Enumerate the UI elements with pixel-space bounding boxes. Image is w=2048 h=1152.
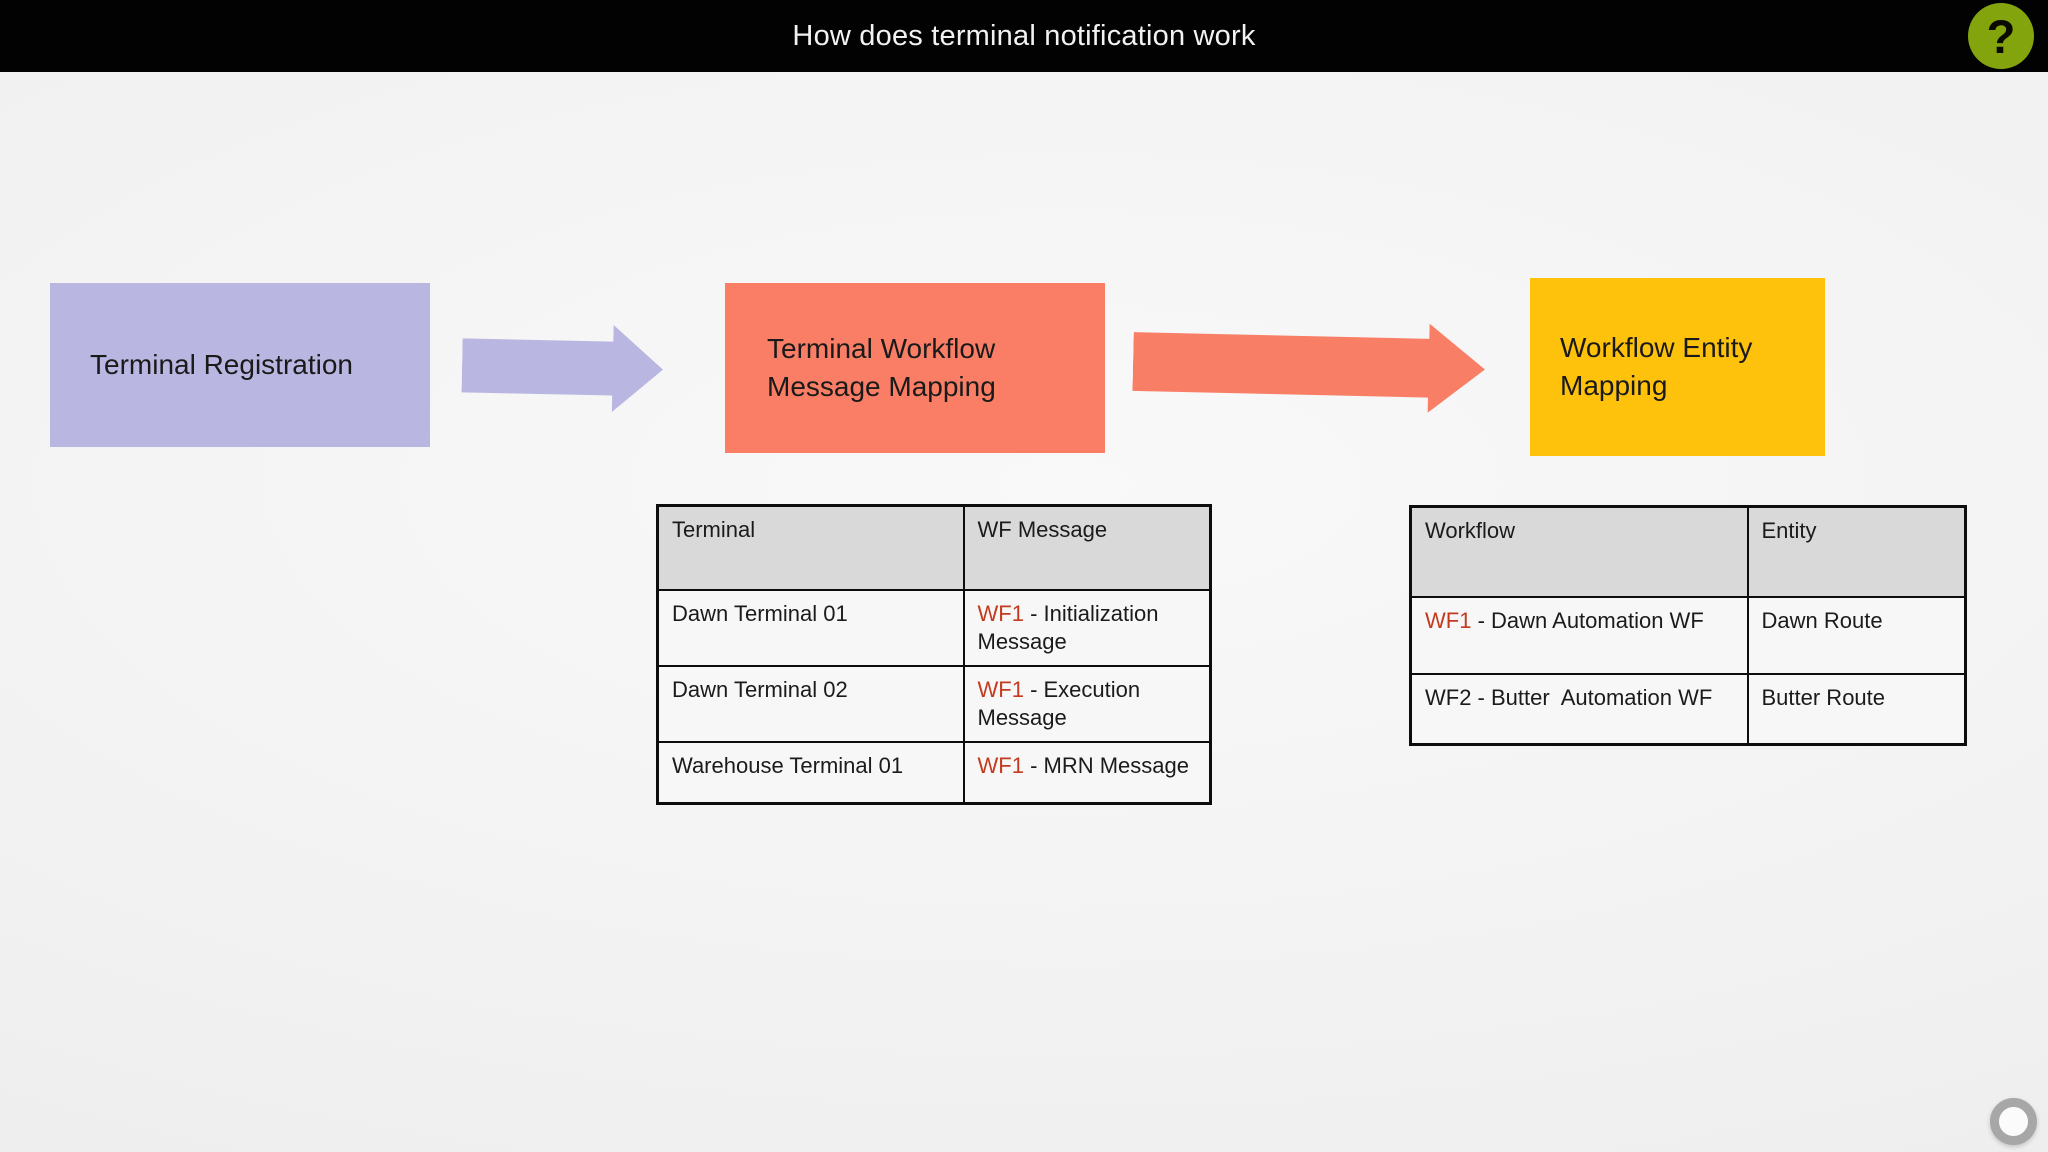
terminal-cell: Warehouse Terminal 01 — [656, 740, 965, 805]
workflow-cell: WF1 - Dawn Automation WF — [1409, 595, 1749, 675]
flow-box-label: Workflow Entity Mapping — [1560, 332, 1753, 401]
column-header: Terminal — [656, 504, 965, 591]
terminal-wf-message-table: Terminal WF Message Dawn Terminal 01 WF1… — [656, 504, 1212, 805]
flow-box-workflow-entity-mapping: Workflow Entity Mapping — [1530, 278, 1825, 456]
wf-message-cell: WF1 - MRN Message — [962, 740, 1212, 805]
table-header-row: Workflow Entity — [1409, 505, 1967, 598]
table-row: WF1 - Dawn Automation WF Dawn Route — [1409, 595, 1967, 675]
wf-id-highlight: WF1 — [977, 676, 1024, 702]
workflow-entity-table: Workflow Entity WF1 - Dawn Automation WF… — [1409, 505, 1967, 746]
entity-cell: Dawn Route — [1746, 595, 1967, 675]
flow-box-label: Terminal Workflow Message Mapping — [767, 333, 996, 402]
table-row: Dawn Terminal 01 WF1 - Initialization Me… — [656, 588, 1212, 667]
entity-cell: Butter Route — [1746, 672, 1967, 746]
wf-id-highlight: WF1 — [977, 600, 1024, 626]
table-row: WF2 - Butter Automation WF Butter Route — [1409, 672, 1967, 746]
wf-message-text: - MRN Message — [1023, 752, 1189, 778]
wf-id-highlight: WF1 — [977, 752, 1024, 778]
column-header: Workflow — [1409, 505, 1749, 598]
flow-box-terminal-registration: Terminal Registration — [50, 283, 430, 447]
page-title: How does terminal notification work — [792, 20, 1256, 52]
flow-box-label: Terminal Registration — [90, 349, 353, 381]
wf-message-text: - Initialization Message — [977, 600, 1165, 654]
table-header-row: Terminal WF Message — [656, 504, 1212, 591]
wf-message-text: - Execution Message — [977, 676, 1147, 730]
question-mark-icon: ? — [1986, 9, 2016, 63]
column-header: Entity — [1746, 505, 1967, 598]
wf-message-cell: WF1 - Execution Message — [962, 664, 1212, 743]
terminal-cell: Dawn Terminal 01 — [656, 588, 965, 667]
flow-box-terminal-workflow-message-mapping: Terminal Workflow Message Mapping — [725, 283, 1105, 453]
title-bar: How does terminal notification work ? — [0, 0, 2048, 72]
camera-bubble-icon — [1990, 1098, 2037, 1145]
terminal-cell: Dawn Terminal 02 — [656, 664, 965, 743]
right-arrow-icon — [1132, 317, 1486, 414]
table-row: Warehouse Terminal 01 WF1 - MRN Message — [656, 740, 1212, 805]
column-header: WF Message — [962, 504, 1212, 591]
workflow-cell: WF2 - Butter Automation WF — [1409, 672, 1749, 746]
wf-id-highlight: WF1 — [1425, 607, 1472, 633]
right-arrow-icon — [461, 322, 664, 413]
table-row: Dawn Terminal 02 WF1 - Execution Message — [656, 664, 1212, 743]
workflow-text: WF2 - Butter Automation WF — [1425, 684, 1713, 710]
wf-message-cell: WF1 - Initialization Message — [962, 588, 1212, 667]
help-button[interactable]: ? — [1968, 3, 2034, 69]
workflow-text: - Dawn Automation WF — [1471, 607, 1704, 633]
